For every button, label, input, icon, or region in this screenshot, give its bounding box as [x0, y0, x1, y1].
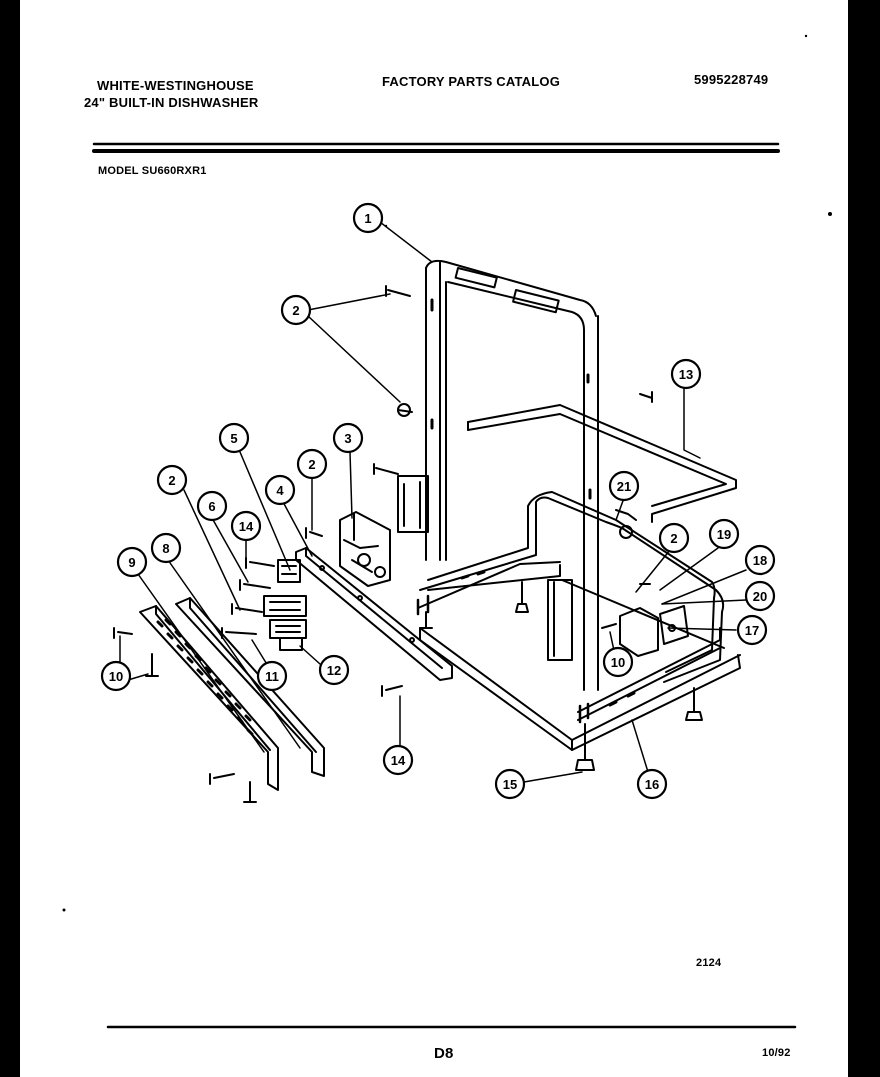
callout-label: 2	[308, 457, 315, 472]
hinge-bracket	[619, 605, 689, 657]
callout-bubbles	[100, 202, 776, 800]
callout-bubble-13	[670, 358, 702, 390]
product-name: 24" BUILT-IN DISHWASHER	[84, 95, 259, 110]
toe-kick-panel	[139, 597, 325, 791]
screws	[113, 285, 653, 803]
rack-rail	[467, 404, 737, 523]
callout-label: 2	[168, 473, 175, 488]
callout-bubble-2b	[296, 448, 328, 480]
tub-frame	[425, 259, 599, 691]
callout-labels: 1 2 3 5 2 13 2 6 14 4 21 2 19 18 9 8 20 …	[109, 211, 767, 792]
callout-bubble-19	[708, 518, 740, 550]
callout-label: 19	[717, 527, 731, 542]
callout-bubble-12	[318, 654, 350, 686]
catalog-number: 5995228749	[694, 72, 769, 87]
callout-bubble-3	[332, 422, 364, 454]
callout-bubble-18	[744, 544, 776, 576]
callout-label: 14	[239, 519, 254, 534]
callout-label: 9	[128, 555, 135, 570]
revision-date: 10/92	[762, 1047, 791, 1059]
callout-bubble-10a	[100, 660, 132, 692]
callout-bubble-6	[196, 490, 228, 522]
callout-label: 2	[670, 531, 677, 546]
callout-bubble-2d	[658, 522, 690, 554]
leader-lines	[119, 221, 747, 783]
scan-specks	[62, 34, 832, 912]
callout-label: 1	[364, 211, 371, 226]
page-number: D8	[434, 1045, 454, 1062]
callout-label: 21	[617, 479, 631, 494]
callout-label: 18	[753, 553, 767, 568]
callout-bubble-10b	[602, 646, 634, 678]
drawing-number: 2124	[696, 957, 722, 969]
callout-label: 2	[292, 303, 299, 318]
base-pan	[416, 561, 741, 751]
catalog-title: FACTORY PARTS CATALOG	[382, 74, 561, 89]
callout-label: 17	[745, 623, 759, 638]
callout-label: 6	[208, 499, 215, 514]
callout-label: 8	[162, 541, 169, 556]
callout-label: 11	[265, 669, 279, 684]
callout-bubble-4	[264, 474, 296, 506]
callout-bubble-5	[218, 422, 250, 454]
callout-bubble-2a	[280, 294, 312, 326]
door-switches	[263, 559, 307, 651]
callout-bubble-21	[608, 470, 640, 502]
callout-label: 16	[645, 777, 659, 792]
callout-bubble-1	[352, 202, 384, 234]
callout-label: 5	[230, 431, 237, 446]
callout-bubble-9	[116, 546, 148, 578]
inlet-valve	[339, 475, 429, 587]
callout-label: 20	[753, 589, 767, 604]
callout-label: 3	[344, 431, 351, 446]
callout-label: 12	[327, 663, 341, 678]
callout-bubble-14b	[382, 744, 414, 776]
callout-bubble-20	[744, 580, 776, 612]
callout-label: 15	[503, 777, 517, 792]
callout-label: 10	[109, 669, 123, 684]
callout-bubble-14a	[230, 510, 262, 542]
callout-bubble-15	[494, 768, 526, 800]
callout-label: 10	[611, 655, 625, 670]
callout-bubble-17	[736, 614, 768, 646]
callout-label: 13	[679, 367, 693, 382]
callout-bubble-16	[636, 768, 668, 800]
leveling-feet	[419, 581, 703, 771]
callout-bubble-2c	[156, 464, 188, 496]
brand-name: WHITE-WESTINGHOUSE	[97, 78, 254, 93]
callout-label: 4	[276, 483, 284, 498]
model-number: MODEL SU660RXR1	[98, 165, 207, 177]
callout-label: 14	[391, 753, 406, 768]
callout-bubble-11	[256, 660, 288, 692]
callout-bubble-8	[150, 532, 182, 564]
mounting-bracket	[295, 547, 453, 681]
